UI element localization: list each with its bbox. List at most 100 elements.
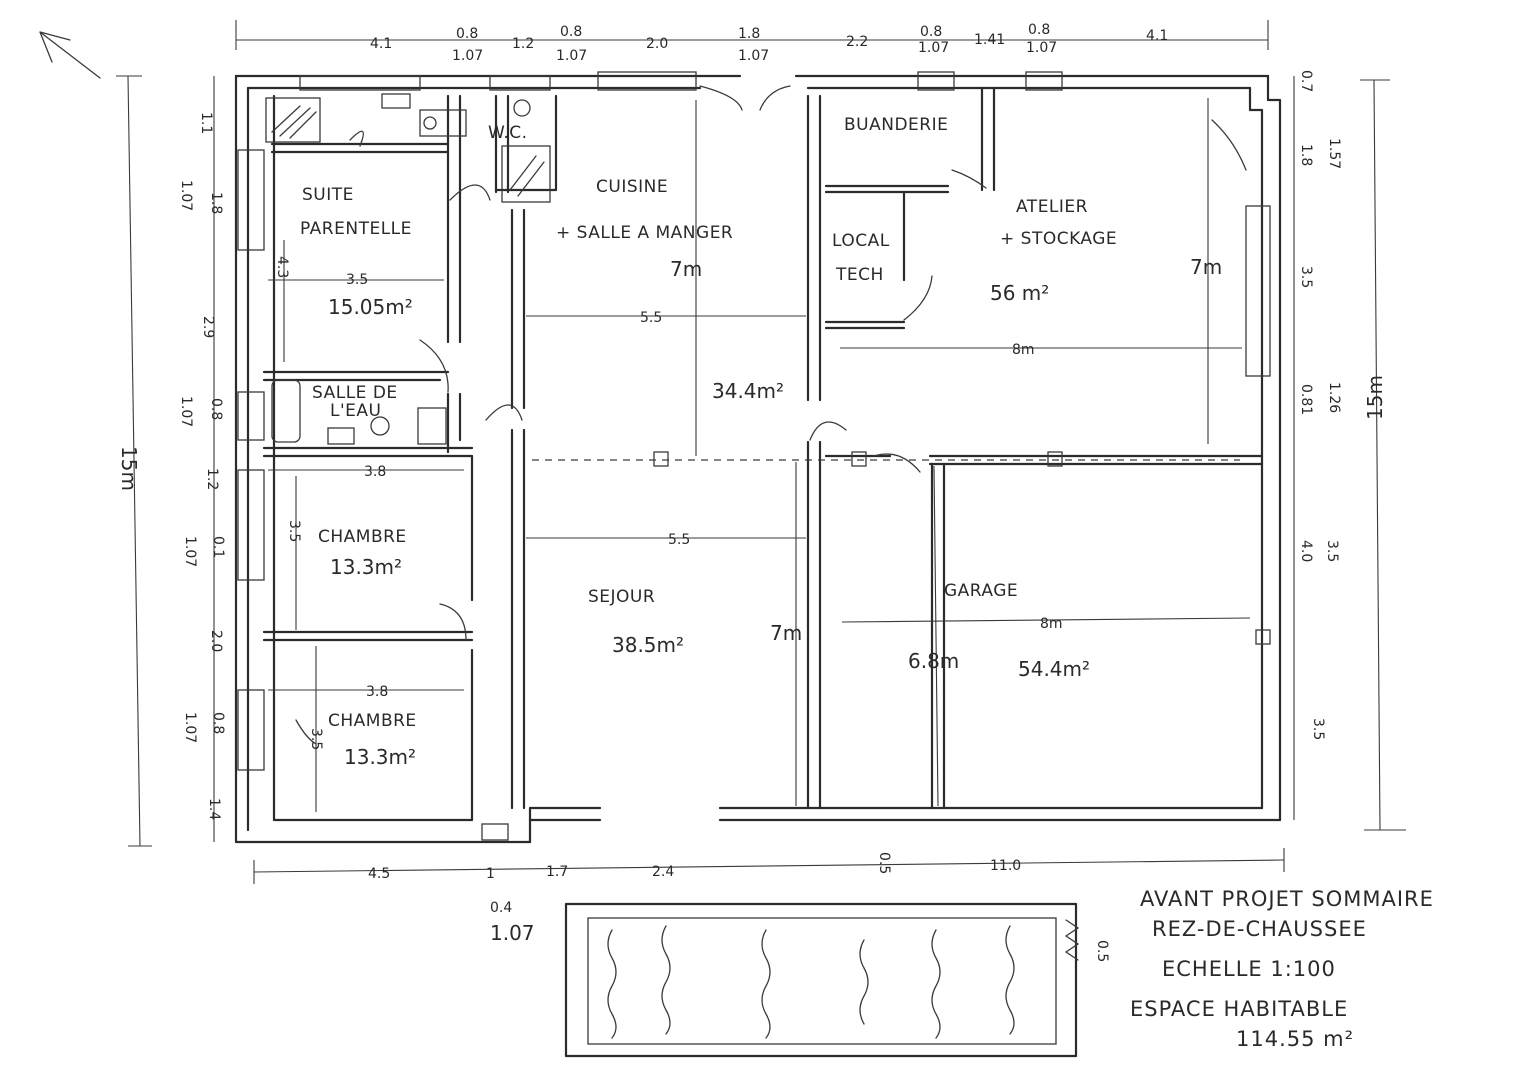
dim-right: 0.7: [1298, 70, 1314, 92]
dim-top: 1.07: [556, 48, 587, 64]
cuisine-label-line2: + SALLE A MANGER: [556, 223, 733, 243]
dim-right: 3.5: [1298, 266, 1314, 288]
north-arrow-icon: [39, 31, 101, 79]
suite-height: 4.3: [274, 256, 290, 278]
local-tech-line1: LOCAL: [832, 231, 890, 251]
dim-top: 4.1: [370, 36, 392, 52]
dim-left: 1.2: [204, 468, 220, 490]
chambre2-width: 3.8: [366, 684, 388, 700]
dim-bottom: 4.5: [368, 866, 390, 882]
dim-bottom: 0.5: [876, 852, 892, 874]
shower-icon: [501, 145, 551, 203]
fixtures: [265, 93, 1271, 841]
cuisine-label-line1: CUISINE: [596, 177, 668, 197]
exterior-dimension-lines: [116, 20, 1406, 884]
chambre2-height: 3.5: [308, 728, 324, 750]
note-line2: REZ-DE-CHAUSSEE: [1152, 917, 1367, 941]
salle-eau-line2: L'EAU: [330, 401, 381, 421]
wardrobe: [265, 97, 321, 143]
garage-depth: 6.8m: [908, 649, 959, 673]
dim-top: 2.0: [646, 36, 668, 52]
dim-top: 1.2: [512, 36, 534, 52]
dim-left: 0.8: [210, 712, 226, 734]
column-marker: [1255, 629, 1271, 645]
dim-bottom: 11.0: [990, 858, 1021, 874]
suite-label-line2: PARENTELLE: [300, 219, 412, 239]
chambre2-label: CHAMBRE: [328, 711, 417, 731]
dim-left: 0.1: [210, 536, 226, 558]
dim-top: 1.07: [1026, 40, 1057, 56]
dim-left: 2.9: [200, 316, 216, 338]
atelier-label-line2: + STOCKAGE: [1000, 229, 1117, 249]
dim-left: 1.07: [182, 536, 198, 567]
sink-icon: [327, 427, 355, 445]
sejour-label: SEJOUR: [588, 587, 655, 607]
step-icon: [481, 823, 509, 841]
column-marker: [851, 451, 867, 467]
suite-area: 15.05m²: [328, 295, 413, 319]
dim-left: 1.1: [198, 112, 214, 134]
dim-bottom: 1.7: [546, 864, 568, 880]
atelier-label-line1: ATELIER: [1016, 197, 1088, 217]
sejour-width: 5.5: [668, 532, 690, 548]
dim-bottom: 0.4: [490, 900, 512, 916]
wc-label: W.C.: [488, 123, 528, 143]
dim-right: 3.5: [1310, 718, 1326, 740]
dim-left: 0.8: [208, 398, 224, 420]
dim-bottom: 1.07: [490, 921, 535, 945]
column-marker: [653, 451, 669, 467]
chambre2-area: 13.3m²: [344, 745, 416, 769]
dim-top: 0.8: [920, 24, 942, 40]
overall-left: 15m: [117, 446, 141, 491]
atelier-height: 7m: [1190, 255, 1222, 279]
garage-width: 8m: [1040, 616, 1063, 632]
dim-left: 1.07: [182, 712, 198, 743]
dim-right: 1.26: [1326, 382, 1342, 413]
dim-right: 3.5: [1324, 540, 1340, 562]
atelier-width: 8m: [1012, 342, 1035, 358]
sink-icon: [381, 93, 411, 109]
bathtub-icon: [271, 379, 301, 443]
cuisine-area: 34.4m²: [712, 379, 784, 403]
dim-top: 0.8: [1028, 22, 1050, 38]
dim-left: 1.4: [206, 798, 222, 820]
garage-area: 54.4m²: [1018, 657, 1090, 681]
toilet-icon: [370, 416, 390, 436]
dim-left: 1.07: [178, 180, 194, 211]
dim-bottom: 1: [486, 866, 495, 882]
suite-label-line1: SUITE: [302, 185, 354, 205]
dim-left: 2.0: [208, 630, 224, 652]
exterior-walls: [234, 71, 1282, 844]
column-marker: [1047, 451, 1063, 467]
shower-icon: [417, 407, 447, 445]
note-line5: 114.55 m²: [1236, 1027, 1354, 1051]
dim-left: 1.8: [208, 192, 224, 214]
chambre1-label: CHAMBRE: [318, 527, 407, 547]
dim-top: 1.8: [738, 26, 760, 42]
garage-label: GARAGE: [944, 581, 1018, 601]
note-line3: ECHELLE 1:100: [1162, 957, 1336, 981]
dim-right: 0.81: [1298, 384, 1314, 415]
salle-eau-line1: SALLE DE: [312, 383, 398, 403]
interior-walls: [262, 86, 1264, 822]
chambre1-width: 3.8: [364, 464, 386, 480]
chambre1-area: 13.3m²: [330, 555, 402, 579]
dim-bottom: 2.4: [652, 864, 674, 880]
terrace: [564, 902, 1080, 1058]
overall-right: 15m: [1363, 375, 1387, 420]
dim-top: 0.8: [456, 26, 478, 42]
atelier-area: 56 m²: [990, 281, 1049, 305]
dim-left: 1.07: [178, 396, 194, 427]
note-line4: ESPACE HABITABLE: [1130, 997, 1348, 1021]
cuisine-height: 7m: [670, 257, 702, 281]
dim-right: 1.8: [1298, 144, 1314, 166]
dim-right: 4.0: [1298, 540, 1314, 562]
dim-top: 1.07: [738, 48, 769, 64]
sejour-height: 7m: [770, 621, 802, 645]
local-tech-line2: TECH: [835, 265, 884, 285]
chambre1-height: 3.5: [286, 520, 302, 542]
doors: [295, 85, 1247, 745]
dim-right: 1.57: [1326, 138, 1342, 169]
dim-top: 2.2: [846, 34, 868, 50]
